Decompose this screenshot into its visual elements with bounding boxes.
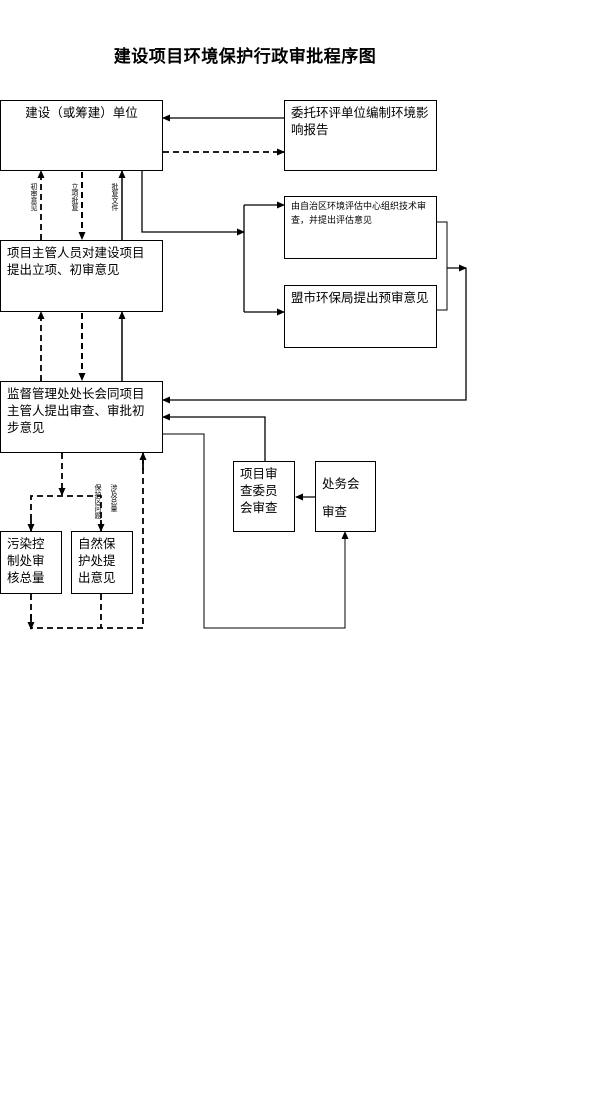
office-meeting-label-2: 审查 [322,504,348,519]
project-manager-box: 项目主管人员对建设项目提出立项、初审意见 [0,240,163,312]
project-manager-label: 项目主管人员对建设项目提出立项、初审意见 [7,245,145,277]
label-project-approval: 立项批复 [71,183,79,211]
commission-label: 委托环评单位编制环境影响报告 [291,105,429,137]
supervision-label: 监督管理处处长会同项目主管人提出审查、审批初步意见 [7,386,145,435]
center-review-box: 由自治区环境评估中心组织技术审查，并提出评估意见 [284,196,437,259]
label-first-review: 初审意见 [30,183,38,211]
nature-box: 自然保护处提出意见 [71,531,133,594]
office-meeting-box: 处务会 审查 [315,461,376,532]
league-bureau-label: 盟市环保局提出预审意见 [291,290,429,305]
supervision-box: 监督管理处处长会同项目主管人提出审查、审批初步意见 [0,381,163,453]
page-title: 建设项目环境保护行政审批程序图 [113,47,377,67]
label-protection-zone: 保护区问题 [94,484,102,519]
center-review-label: 由自治区环境评估中心组织技术审查，并提出评估意见 [291,202,427,226]
office-meeting-label-1: 处务会 [322,476,360,491]
pollution-box: 污染控制处审核总量 [0,531,62,594]
builder-label: 建设（或筹建）单位 [25,105,138,120]
line-supervision-to-office [163,433,349,629]
league-bureau-box: 盟市环保局提出预审意见 [284,285,437,348]
line-builder-to-split [141,170,245,236]
line-center-out [437,221,448,311]
line-subdepartments-return [30,454,144,629]
label-approval-docs: 批复文件 [111,183,119,211]
nature-label: 自然保护处提出意见 [78,536,116,585]
committee-label: 项目审查委员会审查 [240,466,278,515]
builder-box: 建设（或筹建）单位 [0,100,163,171]
commission-box: 委托环评单位编制环境影响报告 [284,100,437,171]
pollution-label: 污染控制处审核总量 [7,536,45,585]
arrow-merge-to-supervision [162,268,467,404]
committee-box: 项目审查委员会审查 [233,461,295,532]
line-to-subdepartments [30,495,102,530]
label-total-issues: 涉及总量 [110,484,118,512]
arrow-committee-to-supervision [162,413,266,461]
